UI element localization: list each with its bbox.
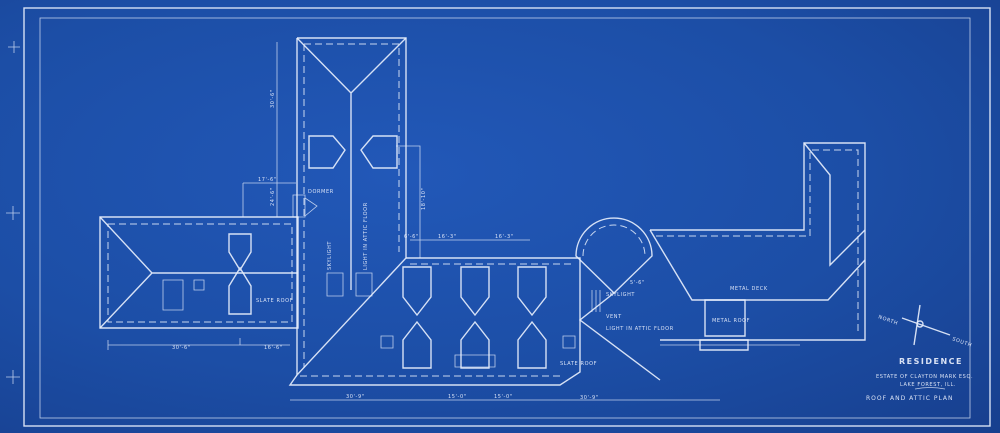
dim-wing-offset: 24'-6" — [270, 187, 276, 206]
label-skylight-right: SKYLIGHT — [606, 292, 635, 298]
dimension-lines — [107, 42, 720, 401]
label-vent: VENT — [606, 314, 622, 320]
title-client: ESTATE OF CLAYTON MARK ESQ. — [876, 374, 973, 380]
label-metal-roof: METAL ROOF — [712, 318, 750, 324]
main-body-roof — [288, 257, 581, 386]
compass-north: NORTH — [877, 314, 898, 327]
compass-south: SOUTH — [951, 336, 972, 349]
label-dormer: DORMER — [308, 189, 334, 195]
dim-bay: 5'-6" — [630, 280, 645, 286]
title-location: LAKE FOREST, ILL. — [900, 382, 956, 388]
dim-left-b: 16'-6" — [264, 345, 283, 351]
signature-mark — [914, 387, 946, 390]
title-residence: RESIDENCE — [899, 357, 963, 366]
dim-left-a: 30'-6" — [172, 345, 191, 351]
dim-d2: 16'-3" — [438, 234, 457, 240]
compass-rose-icon — [901, 304, 951, 346]
bay-roof — [575, 217, 661, 381]
central-tower-roof — [292, 37, 407, 377]
label-light-attic-left: LIGHT IN ATTIC FLOOR — [363, 202, 369, 270]
dim-bottom-b: 15'-0" — [448, 394, 467, 400]
dim-bottom-d: 30'-9" — [580, 395, 599, 401]
label-slate-roof-left: SLATE ROOF — [256, 298, 293, 304]
label-metal-deck: METAL DECK — [730, 286, 768, 292]
inner-border — [39, 17, 971, 419]
label-skylight-left: SKYLIGHT — [327, 241, 333, 270]
label-light-attic-right: LIGHT IN ATTIC FLOOR — [606, 326, 674, 332]
left-wing-roof — [99, 216, 299, 329]
dim-bottom-a: 30'-9" — [346, 394, 365, 400]
dim-d3: 16'-3" — [495, 234, 514, 240]
label-slate-roof-center: SLATE ROOF — [560, 361, 597, 367]
sheet-border — [23, 7, 991, 427]
registration-mark-icon — [6, 41, 20, 384]
title-sheet: ROOF AND ATTIC PLAN — [866, 395, 954, 402]
dim-right-drop: 18'-10" — [421, 188, 427, 210]
dim-bottom-c: 15'-0" — [494, 394, 513, 400]
right-wing-roof — [649, 142, 866, 351]
dim-tower-height: 30'-6" — [270, 89, 276, 108]
dim-wing-width: 17'-6" — [258, 177, 277, 183]
dim-d1: 6'-6" — [404, 234, 419, 240]
